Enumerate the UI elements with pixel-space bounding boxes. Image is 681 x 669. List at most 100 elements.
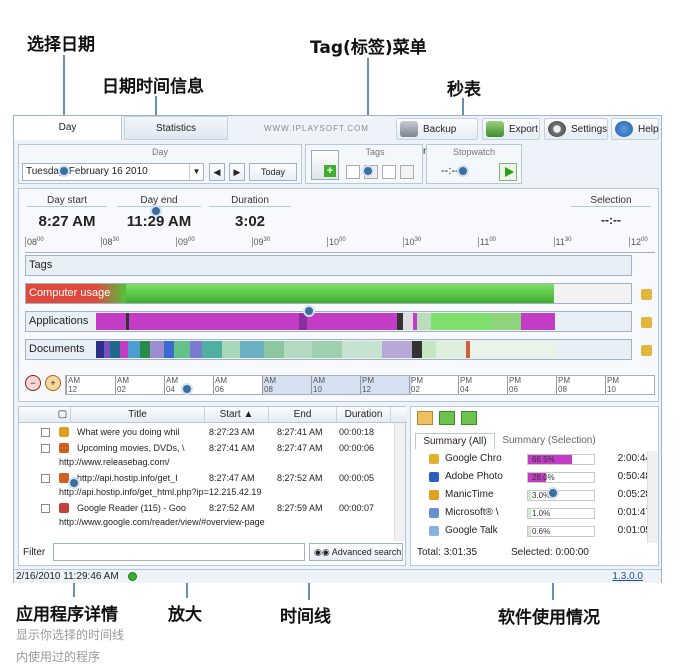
end-column-header[interactable]: End	[269, 407, 337, 423]
summary-time: 0:50:48	[617, 471, 651, 482]
selection-value: --:--	[601, 213, 621, 227]
documents-track[interactable]: Documents	[25, 339, 632, 360]
date-picker[interactable]: Tuesday, February 16 2010 ▼	[22, 163, 204, 181]
callout-dot	[303, 305, 315, 317]
callout-dot	[68, 477, 80, 489]
tags-track[interactable]: Tags	[25, 255, 632, 276]
zoom-in-button[interactable]: +	[45, 375, 61, 391]
usage-bar: 28.0%	[527, 472, 595, 483]
add-icon[interactable]	[439, 411, 455, 425]
timeline-segment	[382, 341, 412, 358]
row-checkbox[interactable]	[41, 504, 50, 513]
doc-column-icon: ▢	[55, 407, 71, 423]
play-button[interactable]	[499, 163, 517, 181]
zoom-out-button[interactable]: −	[25, 375, 41, 391]
version-link[interactable]: 1.3.0.0	[612, 571, 643, 582]
help-button[interactable]: Help	[611, 118, 659, 140]
status-bar: 2/16/2010 11:29:46 AM 1.3.0.0	[14, 569, 661, 583]
timeline-segment	[403, 313, 413, 330]
callout-dot	[547, 487, 559, 499]
callout-line	[367, 58, 369, 168]
row-url[interactable]: http://www.releasebag.com/	[59, 457, 170, 467]
settings-button[interactable]: Settings	[544, 118, 608, 140]
timeline-segment	[466, 341, 470, 358]
row-checkbox[interactable]	[41, 444, 50, 453]
callout-stopwatch: 秒表	[447, 80, 481, 100]
export-button[interactable]: Export	[482, 118, 540, 140]
timeline-segment	[397, 313, 403, 330]
summary-time: 0:01:47	[617, 507, 651, 518]
callout-dot	[362, 165, 374, 177]
paste-icon[interactable]	[400, 165, 414, 179]
ruler-tick-label: 1030	[402, 237, 422, 247]
summary-scrollbar[interactable]	[647, 451, 658, 543]
timeline-segment	[202, 341, 222, 358]
computer-usage-track[interactable]: Computer usage	[25, 283, 632, 304]
row-checkbox[interactable]	[41, 474, 50, 483]
row-checkbox[interactable]	[41, 428, 50, 437]
overview-selection[interactable]	[262, 376, 412, 394]
start-column-header[interactable]: Start ▲	[205, 407, 269, 423]
chevron-down-icon[interactable]: ▼	[189, 164, 203, 180]
list-scrollbar[interactable]	[394, 423, 405, 541]
play-icon	[505, 167, 514, 177]
tab-day[interactable]: Day	[14, 116, 122, 140]
ruler-tick-label: 0830	[100, 237, 120, 247]
tab-statistics[interactable]: Statistics	[124, 116, 228, 140]
backup-button[interactable]: Backup now	[396, 118, 478, 157]
summary-row[interactable]: Microsoft® \1.0%0:01:47	[425, 505, 655, 523]
remove-icon[interactable]	[461, 411, 477, 425]
add-tag-icon[interactable]: +	[311, 150, 339, 180]
usage-bar-fill	[528, 473, 547, 482]
lock-icon[interactable]	[641, 345, 652, 356]
lock-icon[interactable]	[641, 317, 652, 328]
next-day-button[interactable]: ▶	[229, 163, 245, 181]
row-url[interactable]: http://www.google.com/reader/view/#overv…	[59, 517, 265, 527]
timeline-segment	[521, 313, 555, 330]
timeline-segment	[128, 341, 140, 358]
summary-app-name: ManicTime	[445, 489, 494, 500]
edit-tag-icon[interactable]	[346, 165, 360, 179]
duration-column-header[interactable]: Duration	[337, 407, 391, 423]
row-end: 8:27:52 AM	[277, 473, 323, 483]
applications-track[interactable]: Applications	[25, 311, 632, 332]
timeline-segment	[190, 341, 202, 358]
lock-icon[interactable]	[641, 289, 652, 300]
tab-summary-selection[interactable]: Summary (Selection)	[502, 435, 596, 446]
timeline-segment	[174, 341, 190, 358]
timeline-segment	[120, 341, 128, 358]
prev-day-button[interactable]: ◀	[209, 163, 225, 181]
duration-value: 3:02	[234, 213, 266, 230]
selected-label-text: Selected:	[511, 547, 553, 558]
manictime-window: Day Statistics WWW.IPLAYSOFT.COM Backup …	[13, 115, 662, 583]
timeline-segment	[264, 341, 284, 358]
tab-summary-all[interactable]: Summary (All)	[415, 433, 495, 449]
callout-dot	[58, 165, 70, 177]
advanced-search-button[interactable]: ◉◉ Advanced search	[309, 543, 403, 561]
timeline-segment	[412, 341, 422, 358]
row-url[interactable]: http://api.hostip.info/get_html.php?ip=1…	[59, 487, 262, 497]
folder-add-icon[interactable]	[417, 411, 433, 425]
filter-label: Filter	[23, 547, 46, 558]
title-column-header[interactable]: Title	[71, 407, 205, 423]
today-button[interactable]: Today	[249, 163, 297, 181]
documents-label: Documents	[29, 343, 85, 355]
filter-input[interactable]	[53, 543, 305, 561]
usage-pct: 1.0%	[532, 509, 551, 518]
row-title: http://api.hostip.info/get_I	[77, 473, 178, 483]
copy-icon[interactable]	[382, 165, 396, 179]
